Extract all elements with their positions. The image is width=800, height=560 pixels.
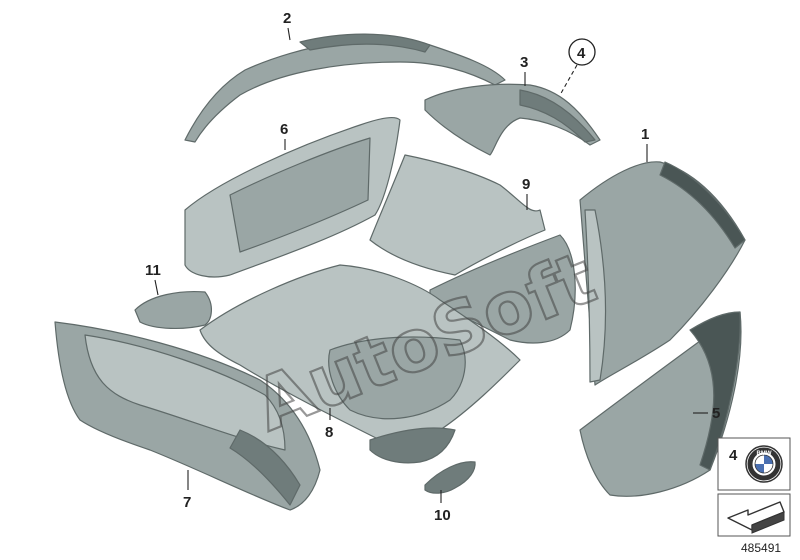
legend-arrow-box [717, 493, 791, 537]
part-1-right-fairing [579, 161, 746, 386]
callout-11: 11 [145, 262, 161, 296]
part-5-lower-right-panel [579, 311, 742, 497]
svg-text:4: 4 [729, 447, 738, 464]
svg-text:1: 1 [641, 126, 649, 143]
callout-7: 7 [183, 470, 191, 511]
callout-6: 6 [280, 121, 288, 150]
bmw-roundel-icon: BMW [745, 445, 783, 483]
legend-bmw-box: 4 BMW [717, 437, 791, 491]
callout-9: 9 [522, 176, 530, 210]
svg-text:4: 4 [577, 45, 586, 62]
bmw-logo-letters: BMW [757, 451, 772, 457]
diagram-reference-number: 485491 [741, 541, 781, 555]
part-7-lower-left-panel [54, 321, 321, 511]
direction-arrow-icon [727, 501, 785, 534]
svg-text:8: 8 [325, 424, 333, 441]
callout-10: 10 [434, 490, 451, 524]
callout-5: 5 [693, 405, 720, 422]
svg-text:7: 7 [183, 494, 191, 511]
part-10-trim-piece [424, 461, 476, 494]
part-11-small-cover [134, 290, 212, 330]
svg-text:2: 2 [283, 10, 291, 27]
callout-4: 4 [559, 38, 596, 96]
svg-text:10: 10 [434, 507, 451, 524]
part-9-inner-tray [369, 154, 576, 344]
part-8-floor-tray [199, 264, 521, 464]
part-3-center-cover [424, 83, 601, 156]
part-2-upper-arch [184, 33, 506, 143]
callout-2: 2 [283, 10, 291, 41]
svg-text:5: 5 [712, 405, 720, 422]
svg-text:9: 9 [522, 176, 530, 193]
callout-1: 1 [641, 126, 649, 162]
callout-8: 8 [325, 408, 333, 441]
part-6-left-panel [184, 116, 401, 278]
svg-text:3: 3 [520, 54, 528, 71]
svg-text:11: 11 [145, 262, 161, 279]
callout-3: 3 [520, 54, 528, 86]
svg-text:6: 6 [280, 121, 288, 138]
